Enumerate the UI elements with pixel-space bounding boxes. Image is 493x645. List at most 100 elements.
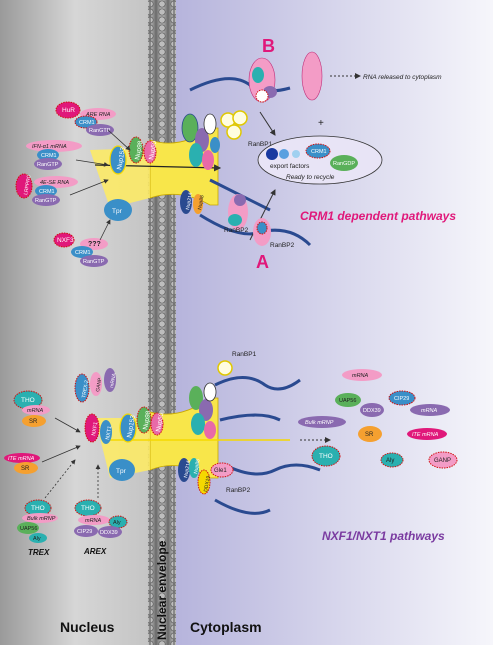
rna-released-label: RNA released to cytoplasm [363,74,442,81]
cytoplasm-label: Cytoplasm [190,619,262,635]
svg-text:mRNA: mRNA [85,518,102,524]
svg-text:UAP56: UAP56 [339,398,356,404]
svg-text:Nup50: Nup50 [148,140,158,160]
svg-text:Nup153: Nup153 [126,414,137,438]
nxf1-nxt1: NXF1 NXT1 [84,413,113,444]
svg-text:UAP56: UAP56 [20,526,37,532]
gle1: Gle1 [210,462,234,478]
svg-text:SR: SR [365,432,374,438]
svg-text:NXF1: NXF1 [91,421,99,436]
svg-text:Nup153: Nup153 [116,146,127,170]
svg-text:RanGTP: RanGTP [37,162,59,168]
recycle-rangdp-label: RanGDP [333,161,355,167]
svg-text:Aly: Aly [33,536,41,542]
ranbp2-label-bottom: RanBP2 [226,487,251,494]
nucleus-region [0,0,150,645]
ranbp1-label: RanBP1 [248,141,273,148]
envelope-label: Nuclear envelope [155,540,169,640]
ifn-complex: IFN-α1 mRNA CRM1 RanGTP [26,140,82,170]
ready-to-recycle-label: Ready to recycle [286,174,335,181]
nuclear-envelope [148,0,176,645]
svg-text:mRNA: mRNA [27,408,44,414]
svg-text:CRM1: CRM1 [79,120,95,126]
svg-text:Nup88: Nup88 [193,459,202,475]
trex2-ganp: TREX-2 GANP mRNA [74,368,118,403]
svg-text:???: ??? [88,241,101,248]
svg-text:mRNA: mRNA [352,373,369,379]
svg-text:THO: THO [81,505,95,512]
ranbp2-label-b: RanBP2 [270,242,295,249]
nup50-top: Nup50 [143,140,158,164]
ite-mrna-sr: ITE mRNA SR [4,453,40,474]
svg-text:Tpr: Tpr [116,468,127,475]
svg-text:CRM1: CRM1 [39,189,55,195]
ranbp2-complex-a [228,194,271,246]
svg-text:IFN-α1 mRNA: IFN-α1 mRNA [32,144,67,150]
svg-text:CRM1: CRM1 [41,153,57,159]
ranbp1-icon [220,110,248,140]
step-a-label: A [256,252,269,272]
tpr-top: Tpr [104,199,132,221]
svg-text:Nup98: Nup98 [142,410,152,430]
nup153-bottom: Nup153 [119,413,137,443]
tho-mrna-sr: THO mRNA SR [13,390,50,427]
nup214-bottom: Nup214 Nup88 [178,458,202,482]
svg-text:ARE RNA: ARE RNA [85,112,111,118]
svg-text:CRM1: CRM1 [75,250,91,256]
trex-label: TREX [28,548,50,557]
trex-complex: THO Bulk mRNP UAP56 Aly [17,499,58,543]
svg-text:SR: SR [21,466,30,472]
svg-text:Nup98: Nup98 [134,140,144,160]
svg-text:DDX39: DDX39 [363,408,381,414]
ranbp1-label-bottom: RanBP1 [232,351,257,358]
svg-text:HuR: HuR [62,107,75,114]
svg-text:Nup214: Nup214 [185,192,194,211]
rna-release-complex [248,57,277,103]
svg-text:THO: THO [31,505,45,512]
nup214-top: Nup214 Nup88 [180,190,206,214]
step-b-label: B [262,36,275,56]
arex-complex: THO mRNA Aly CIP29 DDX39 [74,499,128,538]
svg-text:DDX19: DDX19 [203,475,212,492]
svg-text:GANP: GANP [95,377,103,393]
svg-text:SR: SR [29,419,38,425]
svg-text:Aly: Aly [386,458,394,464]
svg-text:mRNA: mRNA [421,408,438,414]
released-factors: mRNA UAP56 CIP29 DDX39 mRNA Bulk mRNP SR… [298,369,458,469]
svg-text:RanGTP: RanGTP [89,128,111,134]
ranbp2-label-a: RanBP2 [224,227,249,234]
nup50-bottom: Nup50 [150,412,165,436]
svg-text:RanGTP: RanGTP [83,259,105,265]
ddx19: DDX19 [197,469,212,495]
nxf1-filaments [214,376,321,515]
ranbp1-icon-bottom [217,360,233,376]
hur-are-complex: HuR ARE RNA CRM1 RanGTP [55,101,116,136]
svg-text:NXF3: NXF3 [57,237,74,244]
svg-text:RanGTP: RanGTP [35,198,57,204]
svg-text:Bulk mRNP: Bulk mRNP [305,420,334,426]
svg-text:Bulk mRNP: Bulk mRNP [27,516,56,522]
svg-text:4E-SE RNA: 4E-SE RNA [40,180,69,186]
plus-sign: + [318,118,324,129]
svg-text:THO: THO [21,397,35,404]
released-rna-icon [301,51,323,101]
svg-text:Tpr: Tpr [112,208,123,215]
svg-text:Gle1: Gle1 [214,468,227,474]
nxf1-pathway-title: NXF1/NXT1 pathways [322,529,445,543]
crm1-pathway-title: CRM1 dependent pathways [300,209,456,223]
lrpprc-complex: LRPPRC 4E-SE RNA CRM1 RanGTP [15,173,78,206]
fg-cluster-top [181,113,220,170]
svg-text:NXT1: NXT1 [105,425,113,440]
nucleus-label: Nucleus [60,619,115,635]
svg-text:THO: THO [319,453,333,460]
tpr-bottom: Tpr [109,459,135,481]
svg-text:ITE mRNA: ITE mRNA [412,432,439,438]
svg-text:Nup214: Nup214 [183,460,192,479]
fg-cluster-bottom [189,382,217,439]
nup153-top: Nup153 [109,145,127,175]
svg-text:CIP29: CIP29 [394,396,409,402]
arex-label: AREX [83,547,107,556]
svg-text:Nup88: Nup88 [197,195,206,211]
